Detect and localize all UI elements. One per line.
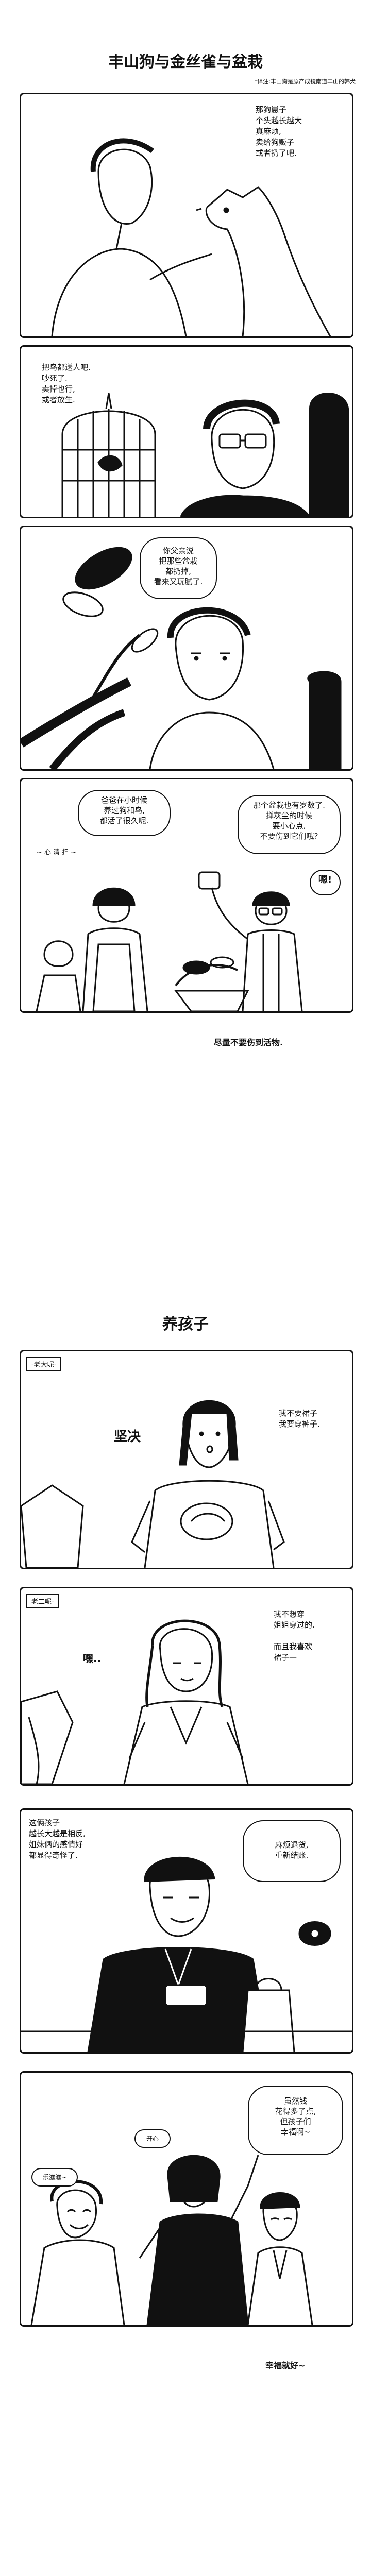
comic-panel-5: -老大呢- 坚决 我不要裙子 我要穿裤子. [20,1350,353,1569]
panel4-right-bubble: 那个盆栽也有岁数了. 掸灰尘的时候 要小心点, 不要伤到它们哦? [238,795,341,854]
panel3-speech-bubble: 你父亲说 把那些盆栽 都扔掉, 看来又玩腻了. [140,537,217,599]
birdcage-man-illustration [61,393,349,517]
panel8-tag-happy: 开心 [134,2129,171,2148]
comic-panel-3: 你父亲说 把那些盆栽 都扔掉, 看来又玩腻了. [20,526,353,771]
comic-panel-2: 把鸟都送人吧. 吵死了. 卖掉也行, 或者放生. [20,345,353,518]
panel5-tag: -老大呢- [26,1357,62,1371]
panel6-dialogue: 我不想穿 姐姐穿过的. 而且我喜欢 裙子— [274,1609,315,1662]
comic-panel-8: 虽然钱 花得多了点, 但孩子们 幸福啊~ 开心 乐滋滋~ [20,2071,353,2327]
bonsai-man-illustration [21,547,342,769]
panel4-exclaim-bubble: 嗯! [310,870,341,895]
section2-title: 养孩子 [162,1315,209,1333]
panel5-dialogue: 我不要裙子 我要穿裤子. [279,1409,320,1429]
man-with-dog-illustration [51,138,331,336]
panel8-tag-joyful: 乐滋滋~ [31,2168,78,2187]
panel7-speech-bubble: 麻烦退货, 重新结账. [243,1820,341,1882]
panel6-sound: 嘿.. [83,1652,102,1665]
panel8-speech-bubble: 虽然钱 花得多了点, 但孩子们 幸福啊~ [248,2086,343,2155]
panel7-narration: 这俩孩子 越长大越是相反, 姐妹俩的感情好 都显得奇怪了. [29,1818,86,1860]
section1-title: 丰山狗与金丝雀与盆栽 [108,53,263,71]
panel2-dialogue: 把鸟都送人吧. 吵死了. 卖掉也行, 或者放生. [42,363,91,404]
older-sister-illustration [21,1400,285,1568]
section2-caption: 幸福就好~ [265,2361,306,2370]
younger-sister-illustration [21,1619,249,1784]
panel5-shout: 坚决 [114,1429,141,1445]
translator-note: *译注:丰山狗是原产成镜南道丰山的韩犬 [254,78,356,85]
happy-family-illustration [30,2155,313,2325]
panel4-left-bubble: 爸爸在小时候 养过狗和鸟, 都活了很久呢. [78,790,171,836]
section1-caption: 尽量不要伤到活物. [214,1038,283,1047]
comic-panel-4: 爸爸在小时候 养过狗和鸟, 都活了很久呢. 那个盆栽也有岁数了. 掸灰尘的时候 … [20,778,353,1013]
father-counter-illustration [21,1857,352,2052]
panel4-hum-text: ~ 心 清 扫 ~ [37,849,77,856]
panel6-tag: 老二呢- [26,1594,59,1608]
panel1-dialogue: 那狗崽子 个头越长越大 真麻烦, 卖给狗贩子 或者扔了吧. [256,105,302,158]
comic-panel-6: 老二呢- 嘿.. 我不想穿 姐姐穿过的. 而且我喜欢 裙子— [20,1587,353,1786]
comic-panel-7: 这俩孩子 越长大越是相反, 姐妹俩的感情好 都显得奇怪了. 麻烦退货, 重新结账… [20,1808,353,2054]
comic-panel-1: 那狗崽子 个头越长越大 真麻烦, 卖给狗贩子 或者扔了吧. [20,93,353,338]
family-cleaning-illustration [36,871,303,1011]
